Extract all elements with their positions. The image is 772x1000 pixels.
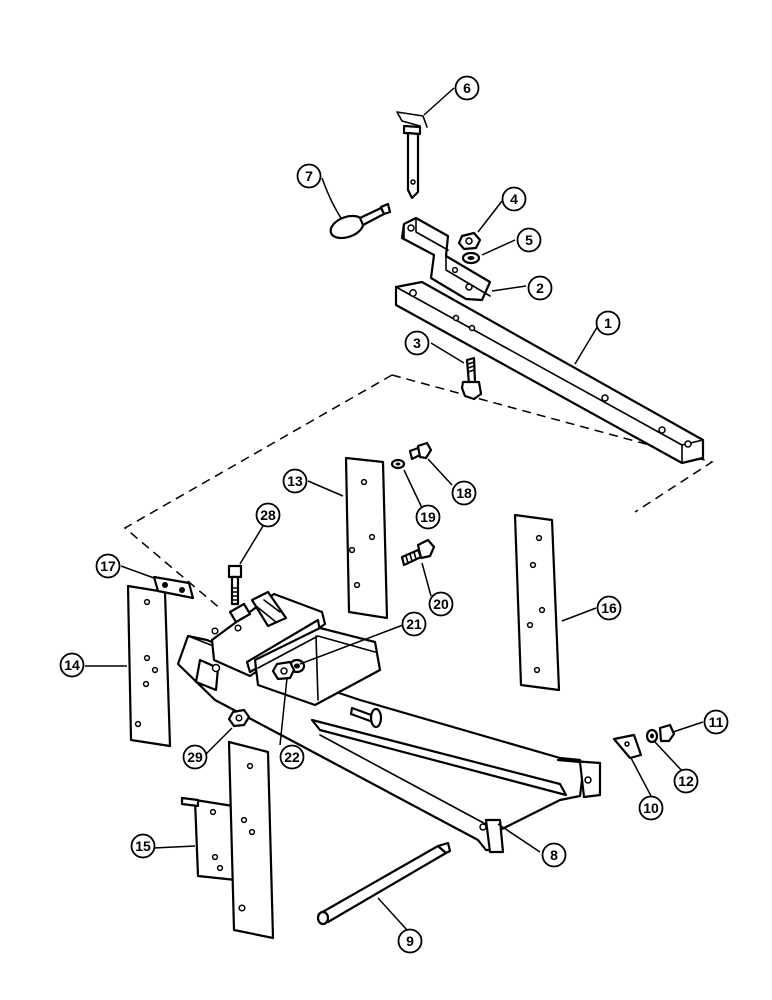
bolt-11-part (658, 723, 676, 743)
svg-text:6: 6 (463, 80, 471, 96)
svg-text:7: 7 (305, 168, 313, 184)
svg-text:4: 4 (510, 191, 518, 207)
svg-text:10: 10 (643, 800, 659, 816)
callout-19: 19 (415, 504, 441, 530)
svg-text:12: 12 (678, 773, 694, 789)
leader-lines (85, 87, 704, 931)
callout-3: 3 (404, 330, 430, 356)
drawbar-pin-6-part (396, 111, 428, 200)
cross-pin-9-part (316, 841, 452, 926)
spacer-plate-13-part (344, 456, 389, 620)
shim-17-part (152, 575, 195, 600)
linch-pin-7-part (329, 202, 392, 240)
svg-text:14: 14 (64, 657, 80, 673)
nut-22-part (271, 660, 296, 681)
callout-7: 7 (296, 163, 322, 189)
nut-4-part (457, 231, 482, 251)
callout-11: 11 (703, 709, 729, 735)
callout-21: 21 (401, 611, 427, 637)
svg-text:20: 20 (433, 596, 449, 612)
svg-text:21: 21 (406, 616, 422, 632)
svg-text:9: 9 (406, 933, 414, 949)
callout-16: 16 (596, 595, 622, 621)
bolt-18-part (408, 441, 433, 461)
callout-28: 28 (255, 502, 281, 528)
callout-12: 12 (673, 768, 699, 794)
callout-4: 4 (501, 186, 527, 212)
callout-9: 9 (397, 928, 423, 954)
callout-15: 15 (130, 833, 156, 859)
svg-text:15: 15 (135, 838, 151, 854)
bolt-20-part (400, 538, 436, 567)
washer-19-part (390, 458, 406, 470)
spacer-plate-14-part (126, 584, 172, 748)
callout-14: 14 (59, 652, 85, 678)
callout-13: 13 (282, 468, 308, 494)
svg-text:29: 29 (187, 749, 203, 765)
svg-text:18: 18 (456, 485, 472, 501)
callout-8: 8 (541, 842, 567, 868)
svg-text:17: 17 (100, 558, 116, 574)
svg-text:16: 16 (601, 600, 617, 616)
plate-assembly-15-part (180, 740, 275, 940)
svg-text:19: 19 (420, 509, 436, 525)
callout-6: 6 (454, 75, 480, 101)
frame-linch-pin-part (349, 706, 383, 729)
callout-22: 22 (279, 744, 305, 770)
svg-text:22: 22 (284, 749, 300, 765)
svg-text:5: 5 (525, 232, 533, 248)
callout-5: 5 (516, 227, 542, 253)
drawbar-part (394, 280, 705, 465)
svg-text:3: 3 (413, 335, 421, 351)
offset-clevis-part (400, 216, 492, 302)
callout-1: 1 (595, 310, 621, 336)
callout-17: 17 (95, 553, 121, 579)
callout-10: 10 (638, 795, 664, 821)
callout-29: 29 (182, 744, 208, 770)
washer-12-part (645, 728, 659, 744)
svg-text:8: 8 (550, 847, 558, 863)
bracket-10-part (612, 733, 643, 760)
washer-5-part (461, 251, 481, 265)
nut-29-part (227, 708, 251, 728)
bolt-3-part (460, 356, 483, 401)
spacer-plate-16-part (513, 513, 561, 692)
svg-text:1: 1 (604, 315, 612, 331)
svg-text:13: 13 (287, 473, 303, 489)
callout-2: 2 (527, 275, 553, 301)
svg-text:28: 28 (260, 507, 276, 523)
callout-20: 20 (428, 591, 454, 617)
callout-18: 18 (451, 480, 477, 506)
bolt-28-part (227, 564, 243, 606)
svg-text:11: 11 (709, 714, 724, 730)
svg-text:2: 2 (536, 280, 544, 296)
